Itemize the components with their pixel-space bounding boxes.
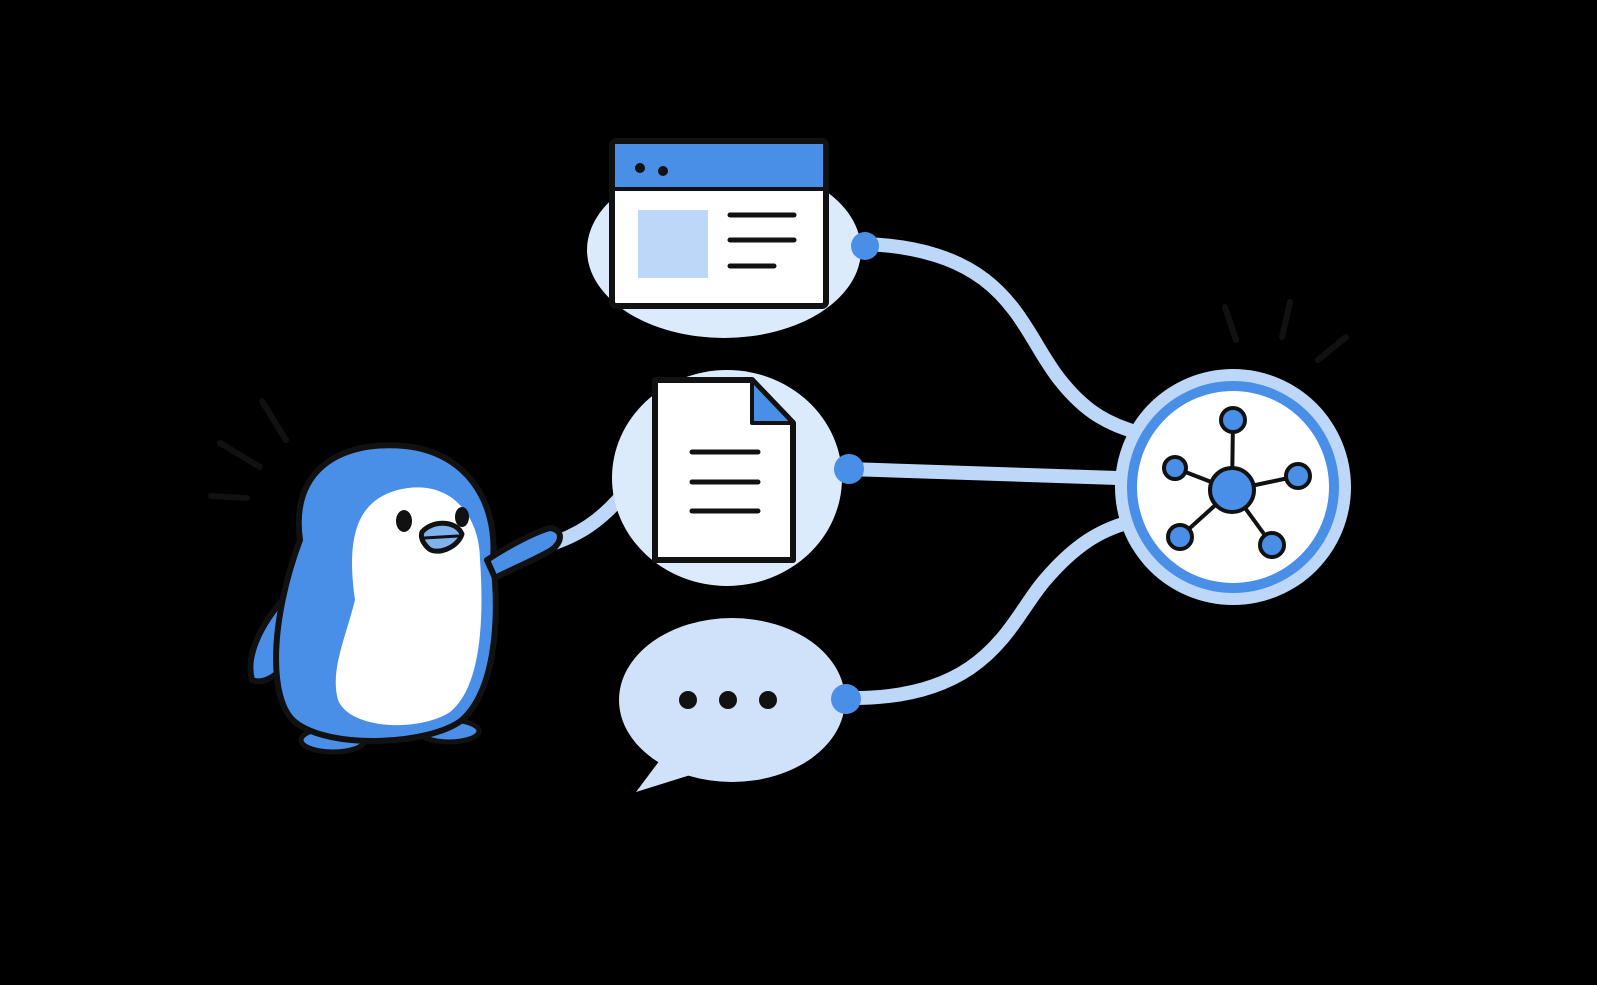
document-icon — [652, 377, 796, 563]
connector-chat-to-hub — [841, 515, 1137, 706]
browser-node — [587, 138, 879, 338]
hub-node — [1115, 299, 1351, 605]
browser-window-icon — [609, 138, 829, 309]
document-node — [612, 370, 864, 586]
document-node-port — [834, 454, 864, 484]
browser-node-port — [851, 232, 879, 260]
chat-node — [619, 618, 861, 792]
penguin-icon — [208, 398, 563, 755]
chat-node-port — [831, 684, 861, 714]
connector-document-to-hub — [841, 462, 1125, 485]
network-hub-icon — [1162, 406, 1312, 559]
connector-browser-to-hub — [859, 237, 1142, 439]
penguin-excitement-marks — [208, 398, 289, 501]
chat-bubble-icon — [619, 618, 845, 792]
hub-sparkle-marks — [1222, 299, 1349, 363]
